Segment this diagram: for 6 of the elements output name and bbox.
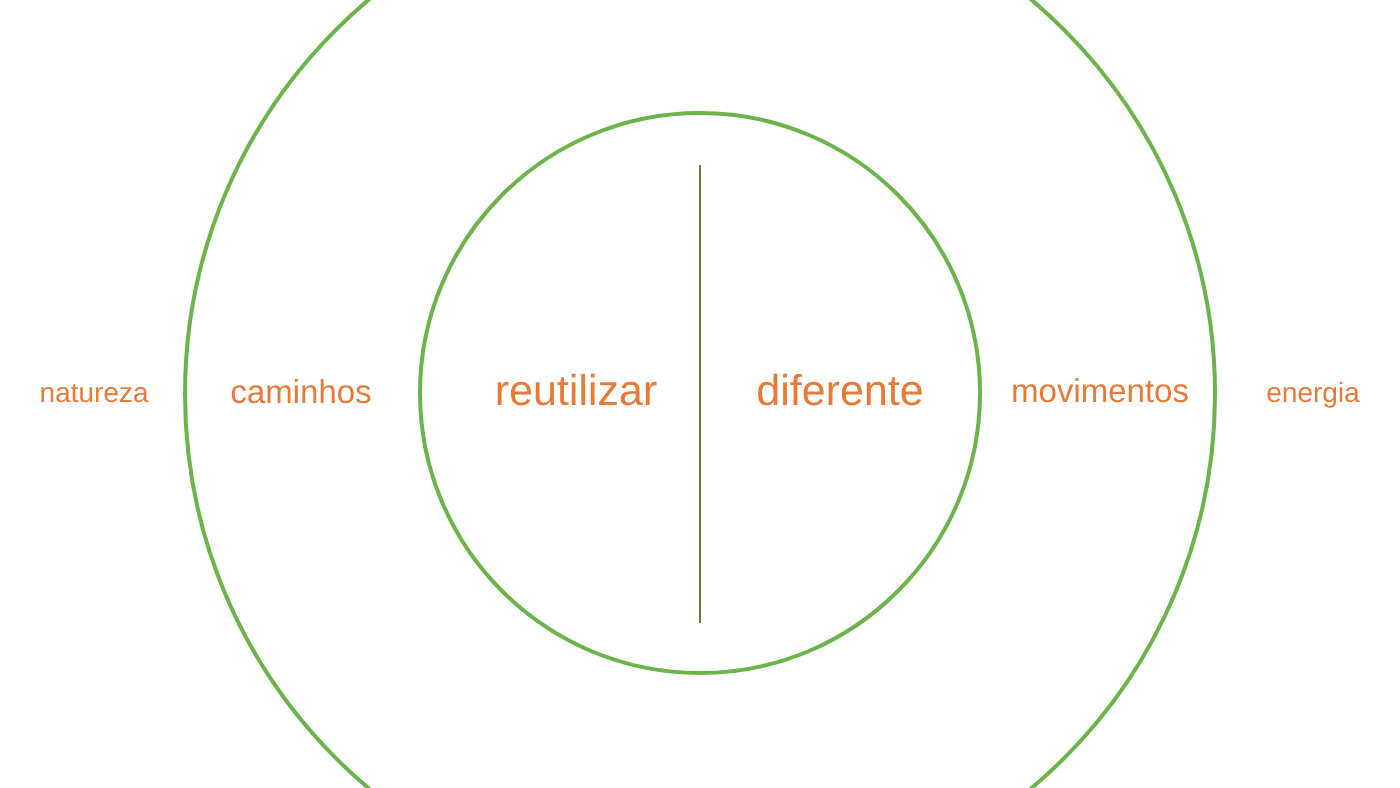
word-label: diferente [758, 373, 922, 406]
word-label: caminhos [231, 379, 371, 404]
word-label: energia [1267, 381, 1360, 408]
word-label: reutilizar [497, 373, 657, 406]
word-label: natureza [41, 383, 149, 403]
word-label: movimentos [1013, 378, 1188, 403]
